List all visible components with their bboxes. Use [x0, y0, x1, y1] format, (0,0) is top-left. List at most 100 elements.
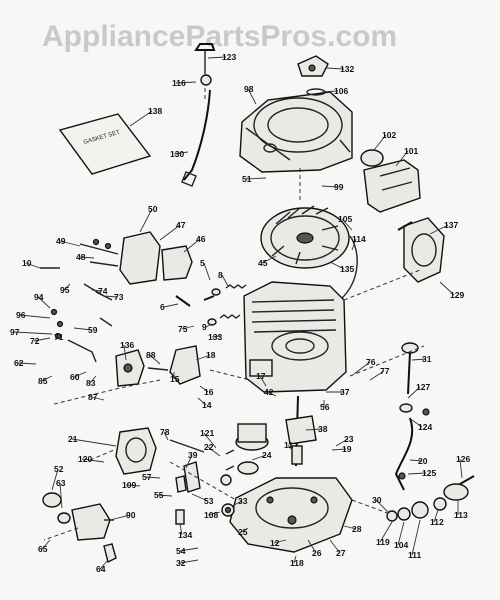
callout-number: 90 [126, 510, 136, 520]
callout-number: 129 [450, 290, 464, 300]
watermark-text: AppliancePartsPros.com [42, 20, 397, 53]
callout-leader-line [353, 361, 371, 375]
callout-leader-line [185, 454, 193, 469]
callout-number: 47 [176, 220, 186, 230]
callout-number: 33 [238, 496, 248, 506]
callout-number: 121 [200, 428, 214, 438]
callout-number: 10 [22, 258, 32, 268]
callout-number: 95 [60, 285, 70, 295]
callout-number: 55 [154, 490, 164, 500]
callout-number: 12 [270, 538, 280, 548]
callout-leader-line [163, 303, 179, 308]
callout-number: 16 [204, 387, 214, 397]
callout-leader-line [175, 81, 197, 84]
callout-number: 46 [196, 234, 206, 244]
callout-leader-line [287, 444, 293, 451]
callout-leader-line [57, 336, 63, 341]
callout-leader-line [459, 458, 463, 479]
callout-number: 120 [78, 454, 92, 464]
callout-leader-line [149, 354, 161, 365]
callout-leader-line [261, 255, 277, 264]
callout-number: 6 [160, 302, 165, 312]
callout-number: 20 [418, 456, 428, 466]
callout-leader-line [211, 335, 221, 338]
callout-labels: 1231161321069813813051102101995047494846… [10, 52, 470, 574]
callout-number: 19 [342, 444, 352, 454]
callout-number: 97 [10, 327, 20, 337]
callout-number: 30 [372, 495, 382, 505]
callout-number: 136 [120, 340, 134, 350]
callout-leader-line [79, 256, 95, 259]
callout-leader-line [197, 397, 207, 406]
callout-leader-line [173, 151, 189, 155]
muffler [360, 149, 421, 213]
callout-number: 17 [256, 371, 266, 381]
callout-number: 111 [408, 550, 422, 560]
callout-number: 60 [70, 372, 80, 382]
callout-number: 65 [38, 544, 48, 554]
callout-leader-line [395, 150, 409, 167]
breather-tube [183, 89, 211, 181]
callout-number: 101 [404, 146, 418, 156]
screen-bracket [297, 55, 329, 96]
callout-leader-line [373, 134, 387, 151]
callout-number: 9 [202, 322, 207, 332]
callout-leader-line [231, 500, 243, 507]
callout-number: 94 [34, 292, 44, 302]
callout-number: 118 [290, 558, 304, 568]
callout-leader-line [439, 281, 455, 296]
callout-number: 50 [148, 204, 158, 214]
callout-leader-line [41, 375, 53, 382]
callout-leader-line [343, 525, 357, 530]
callout-leader-line [329, 261, 345, 270]
callout-leader-line [203, 432, 217, 449]
callout-leader-line [159, 224, 181, 241]
callout-leader-line [99, 559, 109, 570]
callout-number: 134 [178, 530, 192, 540]
callout-leader-line [81, 458, 105, 463]
callout-leader-line [103, 295, 119, 298]
callout-number: 130 [170, 149, 184, 159]
callout-number: 138 [148, 106, 162, 116]
callout-number: 63 [56, 478, 66, 488]
crankshaft [285, 395, 317, 467]
callout-number: 14 [202, 400, 212, 410]
callout-leader-line [259, 375, 267, 387]
callout-number: 114 [352, 234, 366, 244]
callout-leader-line [341, 218, 353, 231]
callout-number: 78 [160, 427, 170, 437]
callout-number: 77 [380, 366, 390, 376]
callout-leader-line [251, 454, 267, 461]
callout-number: 135 [340, 264, 354, 274]
callout-number: 28 [352, 524, 362, 534]
callout-leader-line [179, 523, 183, 536]
callout-leader-line [163, 431, 169, 441]
callout-number: 38 [318, 424, 328, 434]
callout-number: 15 [170, 374, 180, 384]
callout-leader-line [207, 446, 221, 457]
callout-leader-line [273, 539, 287, 544]
callout-number: 54 [176, 546, 186, 556]
callout-leader-line [351, 238, 357, 251]
callout-number: 104 [394, 540, 408, 550]
callout-number: 137 [444, 220, 458, 230]
callout-leader-line [397, 521, 405, 546]
callout-leader-line [41, 539, 51, 550]
callout-leader-line [123, 344, 127, 361]
callout-leader-line [433, 509, 439, 523]
callout-leader-line [19, 314, 51, 319]
callout-leader-line [109, 514, 131, 521]
callout-number: 109 [122, 480, 136, 490]
callout-number: 87 [88, 392, 98, 402]
assembly-lines [43, 88, 425, 541]
callout-number: 133 [208, 332, 222, 342]
callout-leader-line [335, 438, 349, 447]
callout-leader-line [267, 391, 277, 397]
blower-housing [239, 91, 353, 173]
callout-leader-line [207, 511, 221, 516]
callout-leader-line [59, 482, 63, 509]
callout-number: 74 [98, 286, 108, 296]
callout-number: 125 [422, 468, 436, 478]
